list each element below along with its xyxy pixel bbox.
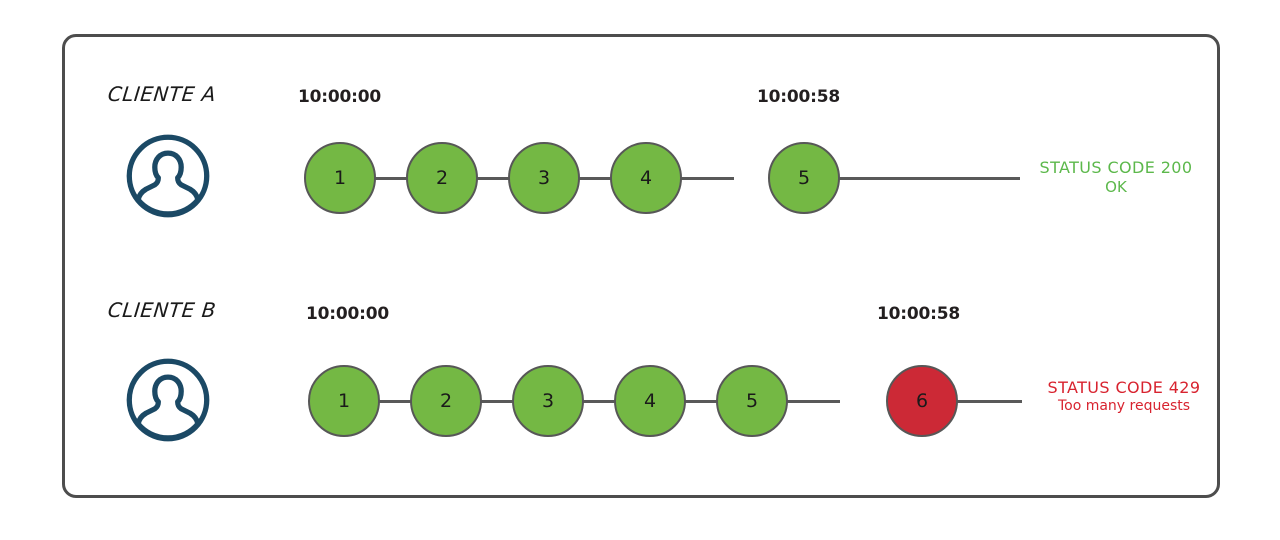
client-a-label: CLIENTE A (106, 82, 218, 106)
request-node[interactable]: 1 (304, 142, 376, 214)
client-a-timestamp-end: 10:00:58 (757, 87, 840, 107)
connector-b-4 (680, 400, 738, 403)
request-node[interactable]: 5 (768, 142, 840, 214)
client-b-timestamp-start: 10:00:00 (306, 304, 389, 324)
client-a-status: STATUS CODE 200 OK (1026, 158, 1206, 197)
connector-b-tail (956, 400, 1022, 403)
user-avatar-icon (124, 356, 212, 444)
client-b-status-text: Too many requests (1057, 398, 1191, 414)
connector-b-2 (476, 400, 534, 403)
request-node[interactable]: 4 (614, 365, 686, 437)
connector-a-3 (574, 177, 632, 180)
request-node[interactable]: 1 (308, 365, 380, 437)
client-b-label: CLIENTE B (106, 298, 218, 322)
client-a-timestamp-start: 10:00:00 (298, 87, 381, 107)
client-b-timestamp-end: 10:00:58 (877, 304, 960, 324)
connector-a-2 (472, 177, 530, 180)
client-b-status-code: STATUS CODE 429 (1047, 378, 1201, 397)
connector-a-1 (370, 177, 428, 180)
request-node[interactable]: 2 (406, 142, 478, 214)
connector-a-4 (676, 177, 734, 180)
connector-a-tail (838, 177, 1020, 180)
request-node[interactable]: 3 (512, 365, 584, 437)
connector-b-5 (782, 400, 840, 403)
request-node[interactable]: 4 (610, 142, 682, 214)
connector-b-1 (374, 400, 432, 403)
client-a-status-text: OK (1105, 178, 1127, 196)
request-node[interactable]: 5 (716, 365, 788, 437)
user-avatar-icon (124, 132, 212, 220)
request-node[interactable]: 3 (508, 142, 580, 214)
request-node[interactable]: 2 (410, 365, 482, 437)
connector-b-3 (578, 400, 636, 403)
client-b-status: STATUS CODE 429 Too many requests (1026, 378, 1222, 416)
request-node-blocked[interactable]: 6 (886, 365, 958, 437)
client-a-status-code: STATUS CODE 200 (1039, 158, 1193, 177)
